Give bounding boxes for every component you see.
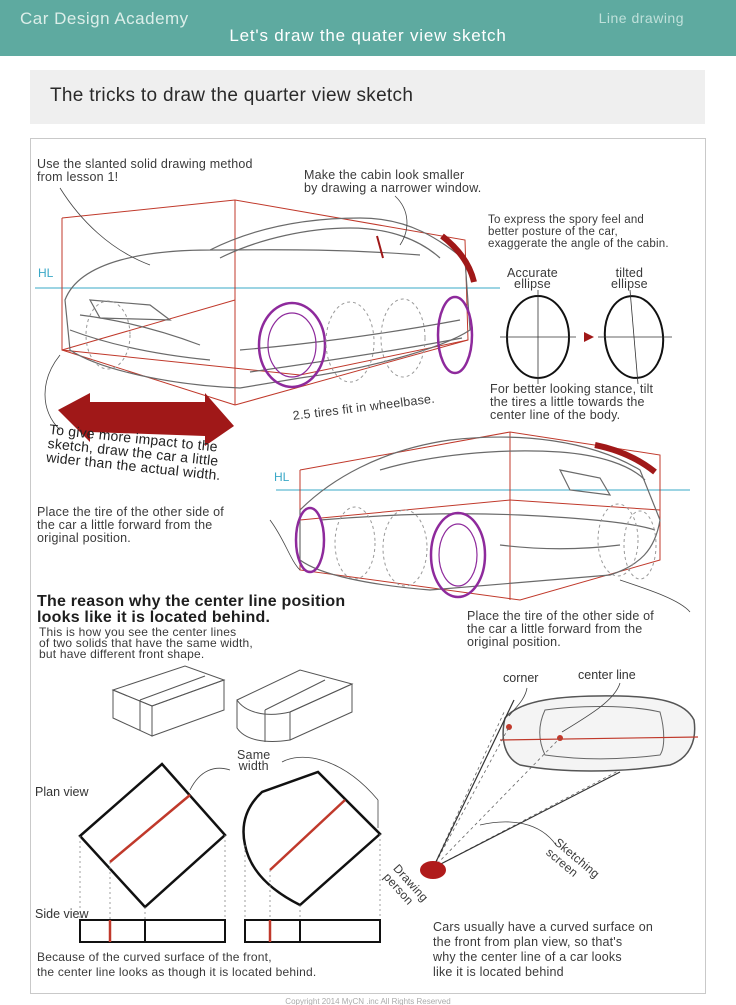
label-plan-view: Plan view [35,785,89,799]
label-side-view: Side view [35,907,89,921]
note-forward-right: Place the tire of the other side of the … [467,609,654,649]
compare-arrow [584,332,594,342]
note-spory: To express the spory feel and better pos… [488,214,669,250]
drawing-person-marker [420,861,446,879]
note-cabin: Make the cabin look smaller by drawing a… [304,168,482,195]
brand-name: Car Design Academy [20,9,189,28]
note-bottom-right: Cars usually have a curved surface on th… [433,920,654,979]
illustration-panel [30,138,706,994]
pointer-forward-right [619,579,691,613]
wheels-rear [294,506,487,599]
tilted-ellipse [603,295,665,379]
note-slanted: Use the slanted solid drawing method fro… [37,157,253,184]
note-forward-left: Place the tire of the other side of the … [37,505,224,545]
plan-square [78,762,227,909]
side-bar-square [79,919,226,943]
hl-label-top: HL [38,266,54,280]
plan-center-line-curved [269,799,346,871]
rear-car-sketch [269,431,691,613]
header-title: Let's draw the quater view sketch [229,26,507,45]
top-car-sketch [35,187,500,431]
pointer-impact [44,354,61,431]
plan-curved [242,770,382,907]
note-stance: For better looking stance, tilt the tire… [490,382,654,422]
car-body-rear [299,436,661,591]
solid-blocks [111,665,354,742]
wheels-top [257,295,474,389]
cabin-height-arrow [376,235,384,259]
header-bar: Car Design Academy Line drawing Let's dr… [0,0,736,56]
sight-lines [432,709,621,869]
wheelbase-ellipses [85,298,426,383]
pointer-cabin [394,195,408,246]
top-view-car [502,695,696,772]
plan-view-diagram [78,756,382,943]
ellipse-comparison [500,289,672,385]
reason-heading: The reason why the center line position … [37,593,346,626]
label-tilted-ellipse: tilted ellipse [611,266,648,291]
rear-spoiler-stroke [594,442,657,475]
footer-copyright: Copyright 2014 MyCN .inc All Rights Rese… [285,997,451,1005]
reason-subtext: This is how you see the center lines of … [39,625,253,661]
rear-wheelbase-ellipses [334,503,657,587]
side-bar-curved [244,919,381,943]
label-same-width: Same width [237,748,271,773]
corner-marker [506,724,512,730]
page-title-box: The tricks to draw the quarter view sket… [30,70,705,124]
section-tag: Line drawing [598,10,684,26]
page-title: The tricks to draw the quarter view sket… [50,85,414,106]
label-center-line: center line [578,668,636,682]
pointer-slanted [59,187,151,266]
hl-label-rear: HL [274,470,290,484]
top-view-diagram [420,682,699,879]
label-corner: corner [503,671,539,685]
label-accurate-ellipse: Accurate ellipse [507,266,558,291]
pointer-forward-left [269,519,301,571]
plan-center-line-square [109,794,191,863]
cabin-angle-stroke [440,233,477,283]
top-view-center-line [499,736,699,741]
note-bottom-left: Because of the curved surface of the fro… [37,950,317,979]
car-body-top [64,217,471,389]
width-impact-arrow [58,393,234,446]
